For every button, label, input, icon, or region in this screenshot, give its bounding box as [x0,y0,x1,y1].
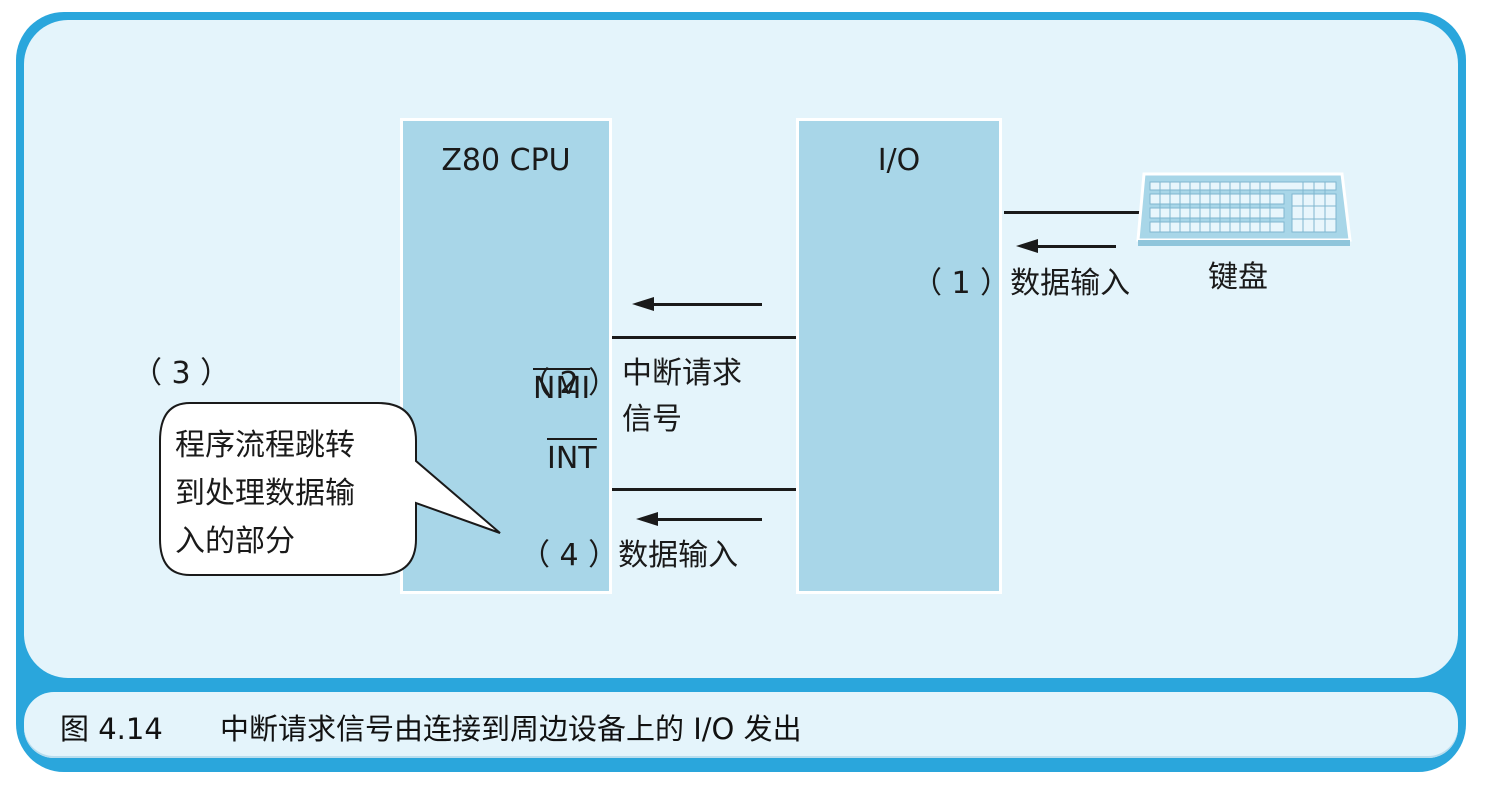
step2-label-line2: 信号 [622,402,682,437]
int-overbar [547,438,597,440]
keyboard-label: 键盘 [1208,260,1268,295]
keyboard-icon [1136,172,1352,246]
step1-label: （ 1 ）数据输入 [912,266,1131,301]
nmi-pin-label: NMI [533,368,591,406]
step3-bubble-text: 程序流程跳转 到处理数据输 入的部分 [175,422,355,566]
caption-bar: 图 4.14 中断请求信号由连接到周边设备上的 I/O 发出 [24,692,1458,758]
nmi-overbar [533,368,591,370]
cpu-block: Z80 CPU NMI INT [400,118,612,594]
nmi-pin-text: NMI [533,371,591,406]
step2-label-line1: 中断请求 [622,356,742,391]
keyboard-io-connection [1004,211,1142,214]
step2-number: （ 2 ） [520,366,619,401]
cpu-title: Z80 CPU [441,143,571,178]
io-title: I/O [877,143,921,178]
speech-bubble [159,402,501,576]
step2-arrow-shaft [650,303,762,306]
step1-arrow-shaft [1034,245,1116,248]
caption-title: 中断请求信号由连接到周边设备上的 I/O 发出 [220,712,802,746]
step3-line2: 到处理数据输 [175,476,355,511]
step4-arrow-shaft [654,518,762,521]
step3-line3: 入的部分 [175,524,295,559]
step4-arrowhead [636,512,658,526]
io-block: I/O [796,118,1002,594]
int-request-line [612,336,796,339]
step2-arrowhead [632,297,654,311]
data-bus-line [612,488,796,491]
step3-number: （ 3 ） [132,356,231,391]
step1-arrowhead [1016,239,1038,253]
int-pin-label: INT [547,438,597,476]
int-pin-text: INT [547,441,597,476]
step3-line1: 程序流程跳转 [175,428,355,463]
step4-label: （ 4 ）数据输入 [520,538,739,573]
caption-number: 图 4.14 [60,712,163,746]
